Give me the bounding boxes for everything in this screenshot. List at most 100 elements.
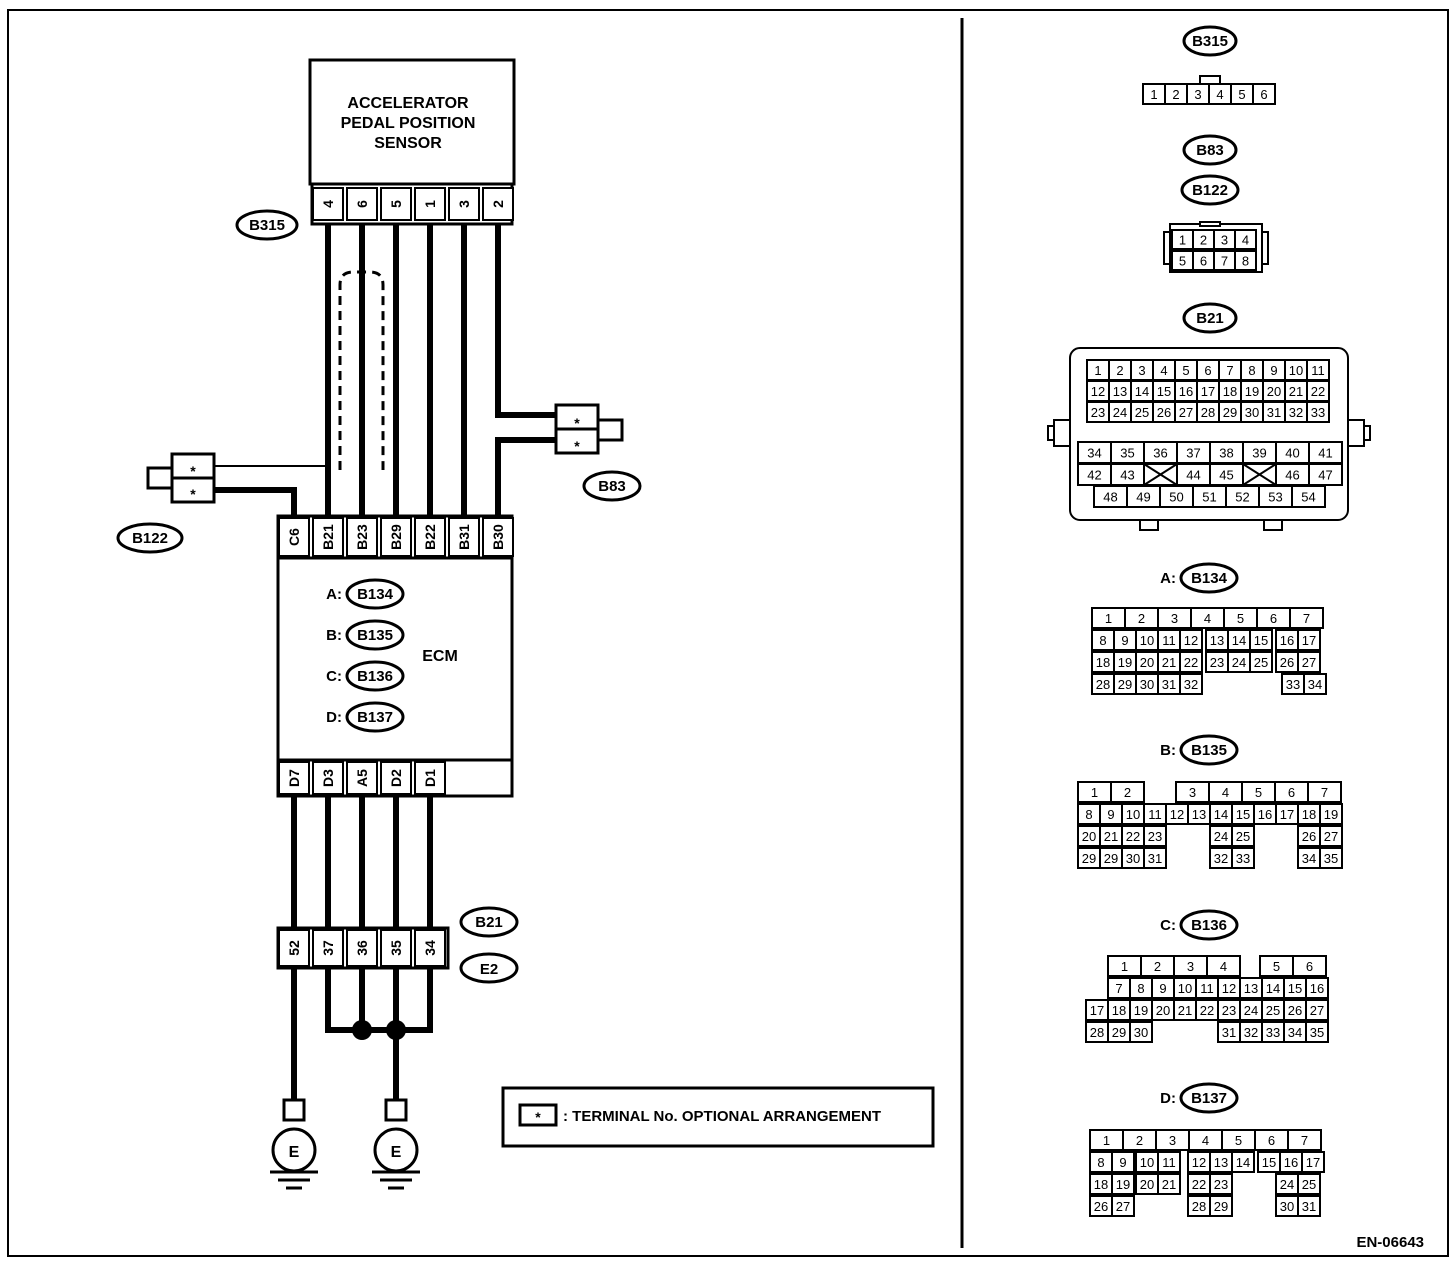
ground-pin-label: 34 — [422, 940, 438, 956]
b21-pin-label: 21 — [1289, 384, 1303, 399]
sensor-pin-label: 1 — [422, 200, 438, 208]
b83-pin-2: * — [574, 438, 580, 454]
b136-pin-label: 5 — [1273, 959, 1280, 974]
b134-pin-label: 33 — [1286, 677, 1300, 692]
ground-pin-label: 36 — [354, 940, 370, 956]
b21-pin-label: 53 — [1268, 490, 1282, 505]
ecm-top-terminal-cell — [278, 517, 310, 557]
b135-pin-label: 10 — [1126, 807, 1140, 822]
b134-pin-label: 32 — [1184, 677, 1198, 692]
b134-pin-label: 28 — [1096, 677, 1110, 692]
b21-pin-label: 40 — [1285, 446, 1299, 461]
b137-pin-label: 31 — [1302, 1199, 1316, 1214]
b21-pin-label: 14 — [1135, 384, 1149, 399]
b135-pin-label: 3 — [1189, 785, 1196, 800]
view-tag-ellipse — [1179, 909, 1239, 941]
b21-pin-label: 33 — [1311, 405, 1325, 420]
ground-pin-label: 37 — [320, 940, 336, 956]
b122-pin-label: 4 — [1242, 233, 1249, 248]
b21-pin — [1291, 485, 1326, 508]
b135-pin-label: 20 — [1082, 829, 1096, 844]
b135-pin-label: 24 — [1214, 829, 1228, 844]
b134-pin — [1297, 629, 1321, 651]
ecm-top-terminal-cell — [414, 517, 446, 557]
b134-pin-label: 17 — [1302, 633, 1316, 648]
b137-pin-label: 12 — [1192, 1155, 1206, 1170]
b21-pin-label: 42 — [1087, 468, 1101, 483]
ecm-top-terminal-cell — [346, 517, 378, 557]
b135-pin-label: 15 — [1236, 807, 1250, 822]
b21-pin-label: 20 — [1267, 384, 1281, 399]
b134-pin-label: 4 — [1204, 611, 1211, 626]
ecm-bottom-terminal-label: A5 — [354, 769, 370, 787]
b134-pin-label: 2 — [1138, 611, 1145, 626]
ecm-bottom-terminal-cell — [278, 761, 310, 795]
b137-pin-label: 26 — [1094, 1199, 1108, 1214]
view-b122-name: B122 — [1192, 182, 1228, 199]
ground-pin-label: 52 — [286, 940, 302, 956]
b21-pin-label: 8 — [1248, 363, 1255, 378]
b135-pin-label: 35 — [1324, 851, 1338, 866]
b136-pin-label: 1 — [1121, 959, 1128, 974]
b21-pin-label: 35 — [1120, 446, 1134, 461]
b21-pin-label: 45 — [1219, 468, 1233, 483]
b134-pin-label: 18 — [1096, 655, 1110, 670]
b21-pin-label: 36 — [1153, 446, 1167, 461]
view-b83-name: B83 — [1196, 142, 1224, 159]
ecm-connector-tag — [345, 619, 405, 651]
b137-pin — [1209, 1195, 1233, 1217]
b136-pin-label: 9 — [1159, 981, 1166, 996]
b21-pin-label: 54 — [1301, 490, 1315, 505]
sensor-pin-label: 6 — [354, 200, 370, 208]
b136-pin-label: 29 — [1112, 1025, 1126, 1040]
b137-pin-label: 21 — [1162, 1177, 1176, 1192]
ecm-bottom-terminal-label: D2 — [388, 769, 404, 787]
splice-point-1 — [352, 1020, 372, 1040]
sensor-pin-cell — [346, 187, 378, 221]
legend-symbol: * — [535, 1109, 541, 1125]
b315-pin-label: 1 — [1150, 87, 1157, 102]
ground-pin-cell — [380, 929, 412, 967]
b135-pin — [1319, 825, 1343, 847]
ecm-top-terminal-cell — [312, 517, 344, 557]
ecm-connector-name: B135 — [357, 627, 393, 644]
b137-pin-label: 10 — [1140, 1155, 1154, 1170]
b21-pin-label: 6 — [1204, 363, 1211, 378]
sensor-connector-name: B315 — [249, 217, 285, 234]
b137-pin-label: 18 — [1094, 1177, 1108, 1192]
b135-pin-label: 21 — [1104, 829, 1118, 844]
b21-pin-label: 15 — [1157, 384, 1171, 399]
b136-pin-label: 31 — [1222, 1025, 1236, 1040]
view-tag-name: B134 — [1191, 570, 1228, 587]
ecm-top-terminal-label: B29 — [388, 524, 404, 550]
b136-pin-label: 35 — [1310, 1025, 1324, 1040]
b21-pin-label: 50 — [1169, 490, 1183, 505]
b135-pin-label: 16 — [1258, 807, 1272, 822]
b134-pin-label: 10 — [1140, 633, 1154, 648]
b135-pin-label: 27 — [1324, 829, 1338, 844]
b134-pin-label: 19 — [1118, 655, 1132, 670]
b137-pin-label: 29 — [1214, 1199, 1228, 1214]
b134-pin-label: 20 — [1140, 655, 1154, 670]
b134-pin — [1179, 673, 1203, 695]
b122-pin-label: 2 — [1200, 233, 1207, 248]
b136-pin-label: 19 — [1134, 1003, 1148, 1018]
sensor-body — [308, 58, 516, 186]
b135-pin-label: 22 — [1126, 829, 1140, 844]
b137-pin-label: 2 — [1136, 1133, 1143, 1148]
b136-pin-label: 18 — [1112, 1003, 1126, 1018]
view-tag-ellipse — [1179, 1082, 1239, 1114]
b315-pin — [1252, 83, 1276, 105]
b135-pin-label: 17 — [1280, 807, 1294, 822]
b135-pin — [1319, 847, 1343, 869]
ground-symbol-2-label: E — [391, 1144, 402, 1161]
b135-pin-label: 29 — [1104, 851, 1118, 866]
b136-pin-label: 14 — [1266, 981, 1280, 996]
view-tag-name: B137 — [1191, 1090, 1227, 1107]
b136-pin-label: 13 — [1244, 981, 1258, 996]
b134-pin-label: 8 — [1099, 633, 1106, 648]
